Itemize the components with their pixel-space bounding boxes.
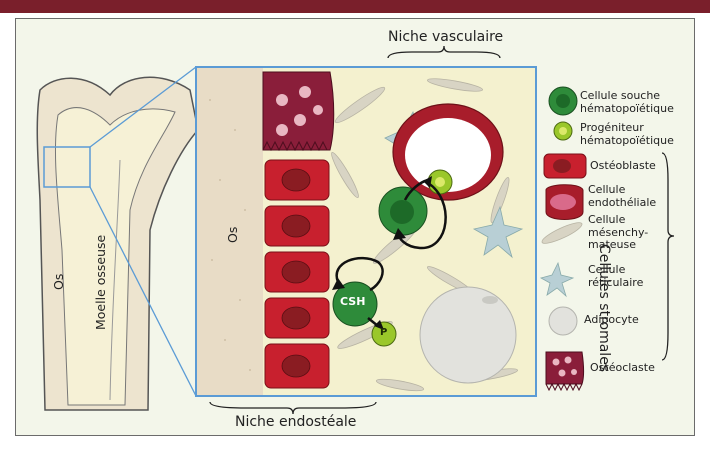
niche-endosteale-bracket [209,401,377,415]
legend-mesenchymal-label: Cellule mésenchy-mateuse [588,213,649,252]
stromal-bracket [661,152,675,361]
top-accent-bar [0,0,710,13]
legend-osteoclast-icon [545,351,584,385]
legend-osteoclast-label: Ostéoclaste [590,361,655,374]
zoom-line-bottom [89,186,197,397]
legend-stem-label: Cellule souche hématopoïétique [580,89,674,115]
legend-osteoblast-label: Ostéoblaste [590,159,656,172]
zoom-panel [195,66,537,397]
csh-label: CSH [340,295,366,308]
niche-endosteale-label: Niche endostéale [235,414,357,430]
legend-reticular-icon [539,261,575,298]
bone-moelle-label: Moelle osseuse [93,234,108,330]
legend-adipocyte-icon [548,306,578,336]
legend-icons [539,86,587,392]
zoom-source-box [43,146,91,188]
legend-mesenchymal-icon [541,222,583,244]
legend-adipocyte-label: Adipocyte [584,313,639,326]
legend-reticular-label: Cellule réticulaire [588,263,644,289]
niche-vasculaire-label: Niche vasculaire [388,29,504,45]
legend-progenitor-label: Progéniteur hématopoïétique [580,121,674,147]
bone-drawing [36,76,199,411]
progenitor-p-label: P [380,327,388,338]
zoom-line-top [89,66,197,148]
zoom-os-label: Os [225,226,240,243]
legend-endothelial-label: Cellule endothéliale [588,183,657,209]
bone-os-label: Os [51,273,66,290]
niche-vasculaire-bracket [387,45,501,59]
